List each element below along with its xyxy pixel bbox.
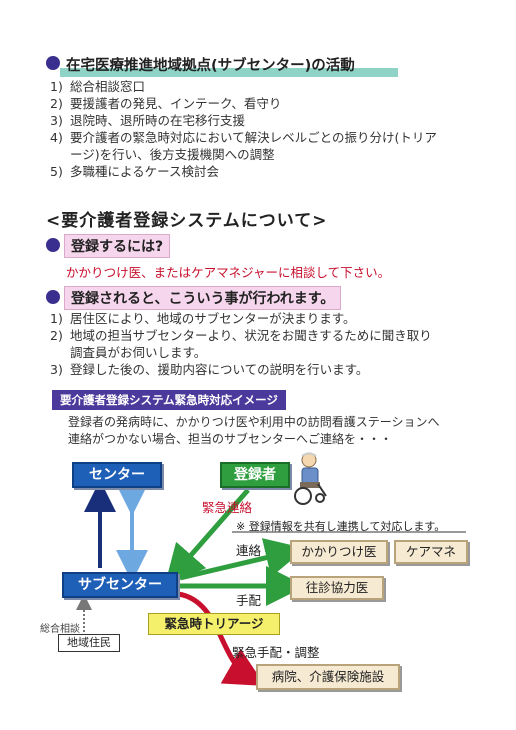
emergency-intro-line-1: 登録者の発病時に、かかりつけ医や利用中の訪問看護ステーションへ <box>68 415 440 429</box>
care-manager-box: ケアマネ <box>394 540 468 564</box>
title-highlight-bar <box>60 68 398 77</box>
arrow-registrant-to-subcenter <box>164 488 250 586</box>
list-item: 1)総合相談窓口 <box>50 79 146 94</box>
list-item: 3)登録した後の、援助内容についての説明を行います。 <box>50 362 369 377</box>
subcenter-box: サブセンター <box>62 572 178 598</box>
after-register-heading: 登録されると、こういう事が行われます。 <box>64 286 342 310</box>
list-item: 4)要介護者の緊急時対応において解決レベルごとの振り分け(トリア <box>50 130 437 145</box>
how-to-register-text: かかりつけ医、またはケアマネジャーに相談して下さい。 <box>66 265 391 280</box>
registration-title: <要介護者登録システムについて> <box>46 211 328 231</box>
arrow-subcenter-to-family-doctor <box>179 538 306 581</box>
list-item: 5)多職種によるケース検討会 <box>50 164 220 179</box>
emergency-contact-label: 緊急連絡 <box>202 500 253 515</box>
list-item-continued: ージ)を行い、後方支援機関への調整 <box>70 147 275 162</box>
bullet-dot <box>46 238 60 252</box>
list-item: 2)地域の担当サブセンターより、状況をお聞きするために聞き取り <box>50 328 432 343</box>
after-register-list: 1)居住区により、地域のサブセンターが決まります。 2)地域の担当サブセンターよ… <box>50 310 432 378</box>
activities-list: 1)総合相談窓口 2)要援護者の発見、インテーク、看守り 3)退院時、退所時の在… <box>50 78 437 180</box>
shared-info-note: ※ 登録情報を共有し連携して対応します。 <box>236 520 446 533</box>
hospital-box: 病院、介護保険施設 <box>256 664 400 690</box>
emergency-intro-line-2: 連絡がつかない場合、担当のサブセンターへご連絡を・・・ <box>68 432 393 446</box>
emergency-arrange-label: 緊急手配・調整 <box>232 645 320 660</box>
general-consult-label: 総合相談 <box>40 624 80 635</box>
center-box: センター <box>72 462 162 488</box>
family-doctor-box: かかりつけ医 <box>290 540 388 564</box>
wheelchair-person-icon <box>294 452 327 505</box>
contact-label: 連絡 <box>236 543 262 558</box>
registrant-box: 登録者 <box>220 462 290 488</box>
emergency-banner: 要介護者登録システム緊急時対応イメージ <box>52 390 286 410</box>
how-to-register-heading: 登録するには? <box>64 234 171 258</box>
bullet-dot <box>46 290 60 304</box>
list-item: 1)居住区により、地域のサブセンターが決まります。 <box>50 311 356 326</box>
local-residents-box: 地域住民 <box>58 634 120 652</box>
activities-title: 在宅医療推進地域拠点(サブセンター)の活動 <box>66 58 355 74</box>
triage-box: 緊急時トリアージ <box>148 613 280 635</box>
list-item-continued: 調査員がお伺いします。 <box>70 345 207 360</box>
list-item: 3)退院時、退所時の在宅移行支援 <box>50 113 246 128</box>
bullet-dot <box>46 56 60 70</box>
arrange-label: 手配 <box>236 593 262 608</box>
list-item: 2)要援護者の発見、インテーク、看守り <box>50 96 282 111</box>
home-visit-doctor-box: 往診協力医 <box>290 576 384 600</box>
